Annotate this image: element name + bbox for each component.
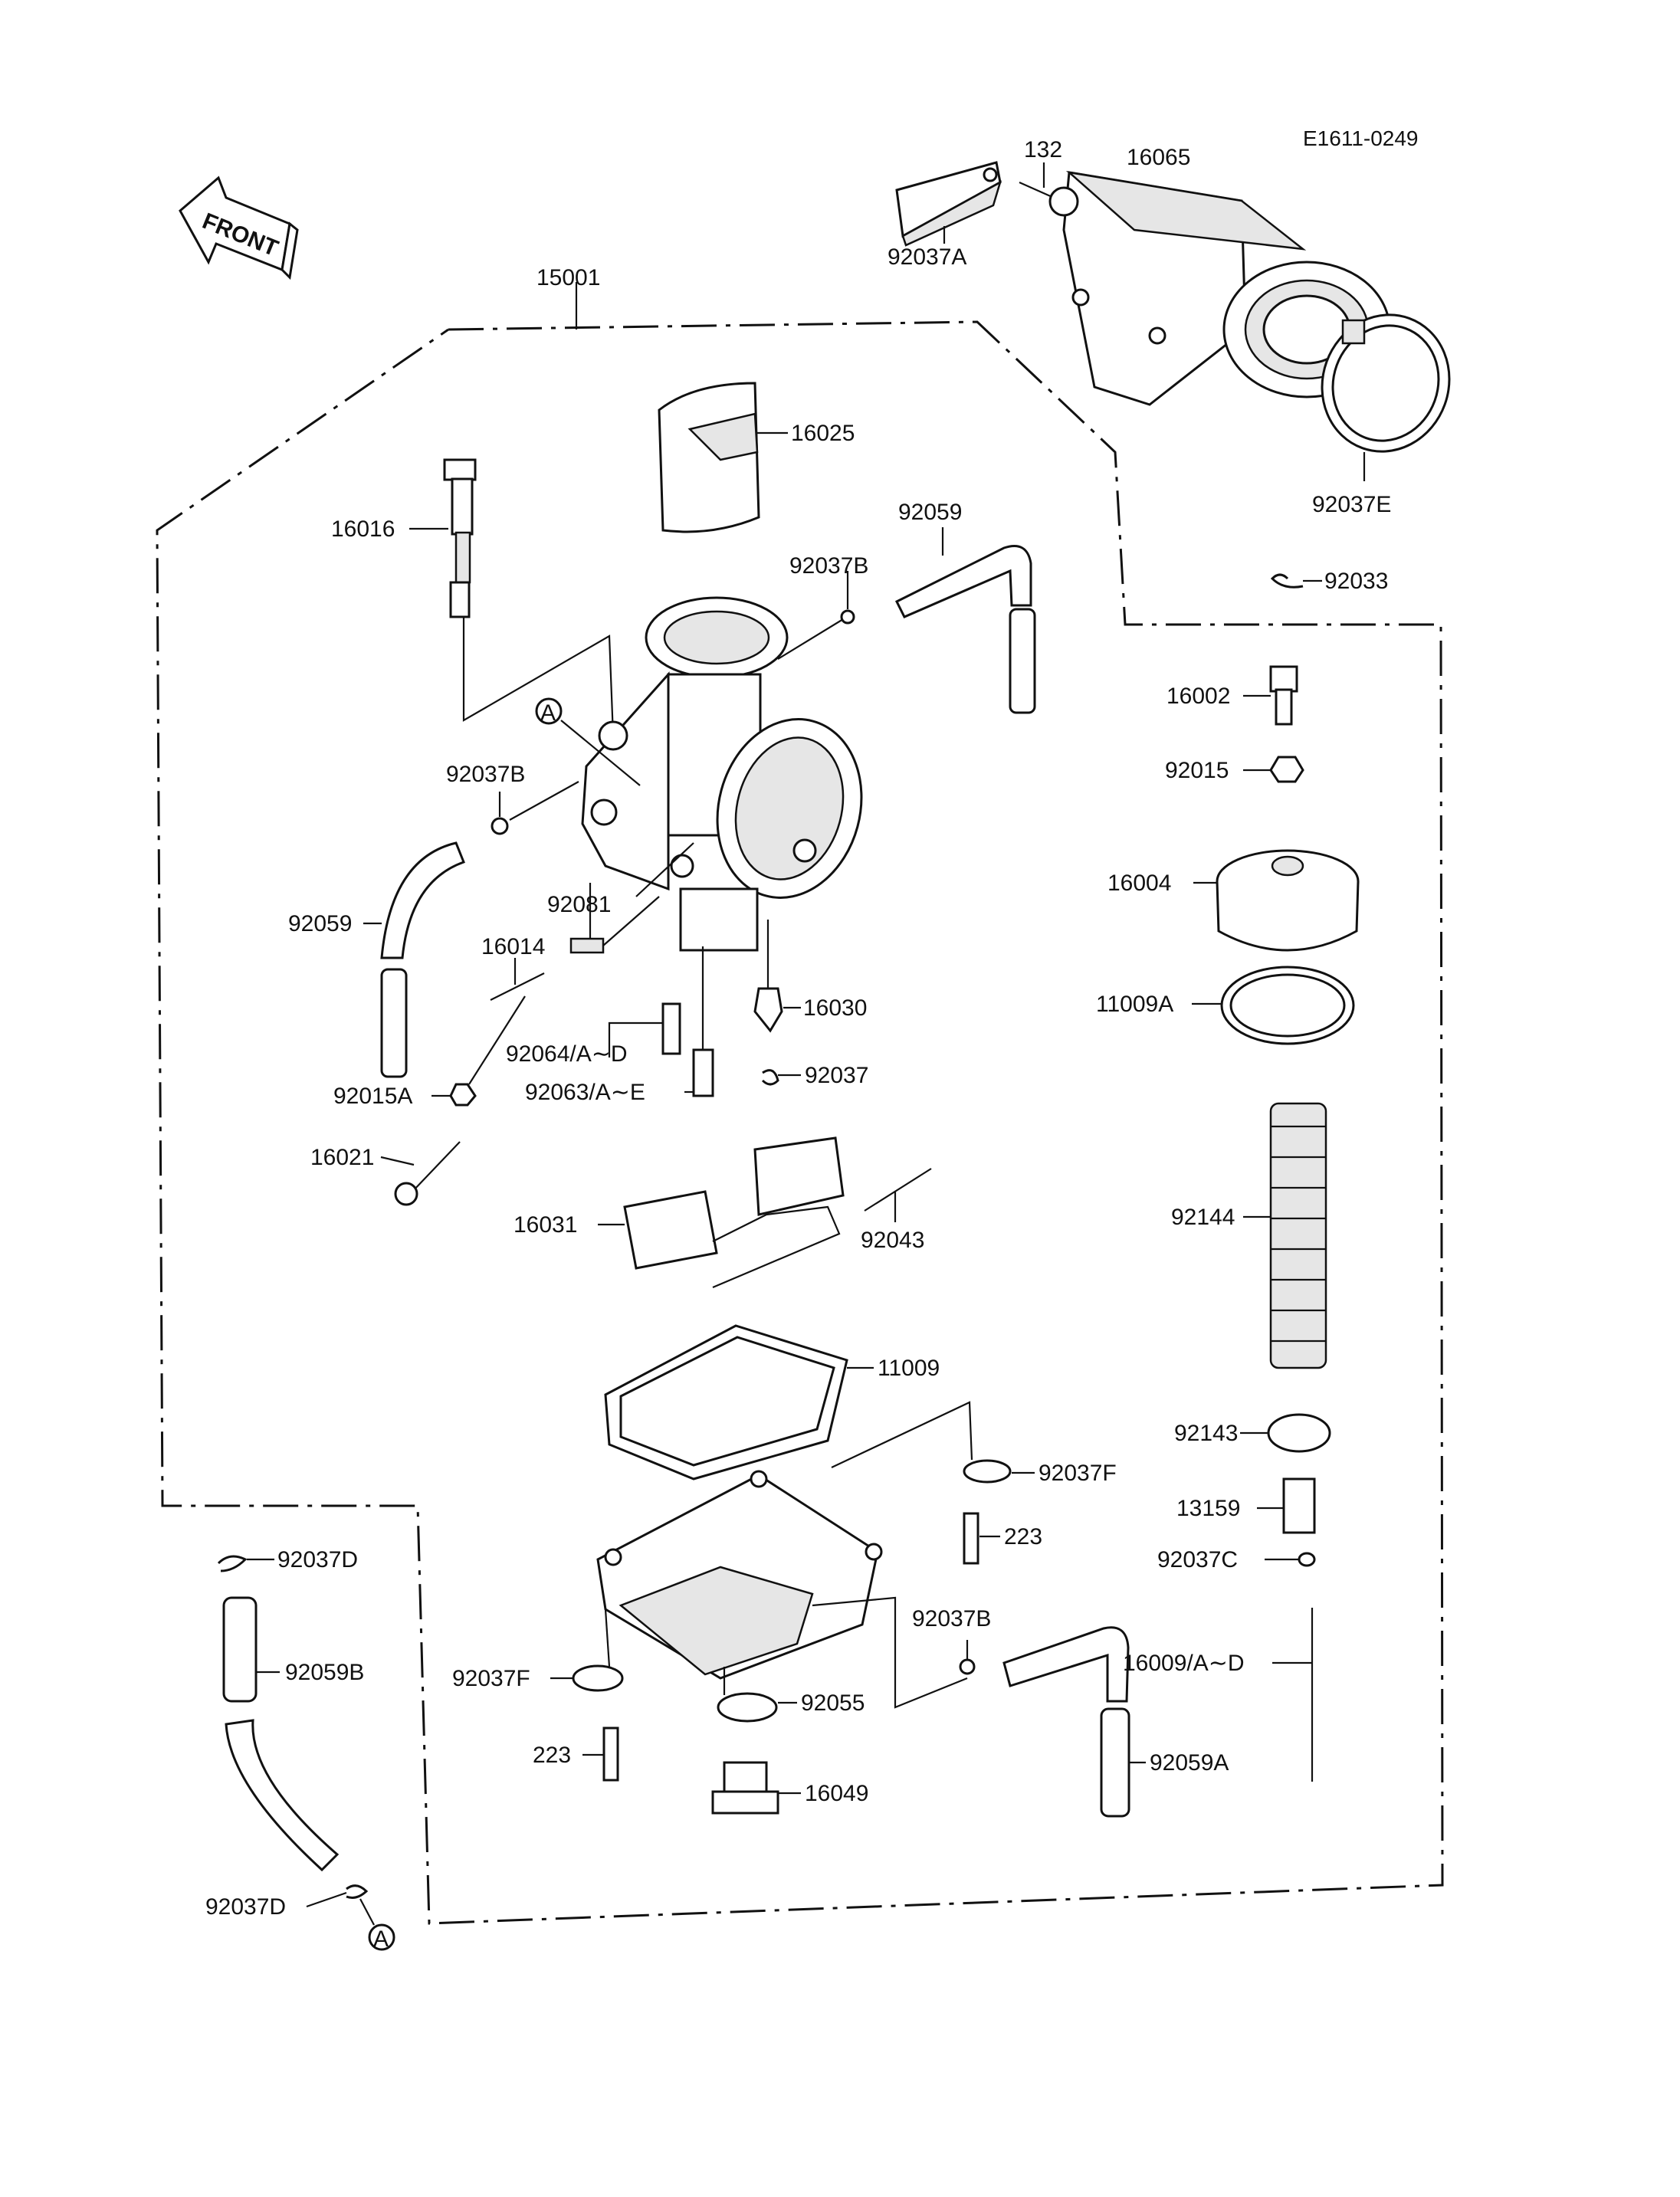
float-needle-valve — [753, 987, 783, 1033]
bolt-132 — [1019, 181, 1079, 217]
callout-16065: 16065 — [1127, 145, 1190, 170]
callout-92063: 92063/A∼E — [525, 1080, 645, 1105]
callout-16049: 16049 — [805, 1781, 868, 1806]
float-bowl — [596, 1470, 883, 1680]
callout-92015: 92015 — [1165, 758, 1229, 783]
callout-92144: 92144 — [1171, 1205, 1235, 1230]
spring-92081 — [569, 937, 605, 954]
callout-92064: 92064/A∼D — [506, 1041, 628, 1067]
vent-hose-bottom — [225, 1719, 340, 1872]
hose-92059-left — [380, 841, 465, 1078]
jet-92063 — [692, 1048, 714, 1097]
callout-92037B-left: 92037B — [446, 762, 525, 787]
screw-16021 — [394, 1141, 461, 1206]
clip-92037F-left — [572, 1664, 624, 1692]
nut-92015 — [1269, 756, 1304, 783]
float-pin-92043 — [864, 1168, 932, 1212]
circlip-92033 — [1270, 573, 1304, 589]
gasket-92055 — [717, 1692, 778, 1723]
reference-mark-a-top-label: A — [540, 700, 556, 726]
main-jet-92064 — [661, 1002, 681, 1055]
callout-92037: 92037 — [805, 1063, 868, 1088]
screw-223-left — [602, 1726, 619, 1782]
callout-92059-top: 92059 — [898, 500, 962, 525]
throttle-valve — [658, 382, 760, 533]
front-arrow-icon: FRONT — [179, 175, 299, 280]
callout-132: 132 — [1024, 137, 1062, 162]
callout-16021: 16021 — [310, 1145, 374, 1170]
callout-13159: 13159 — [1176, 1496, 1240, 1521]
reference-mark-a-bottom-label: A — [373, 1926, 389, 1952]
clip-92037F-right — [963, 1459, 1012, 1484]
callout-92081: 92081 — [547, 892, 611, 917]
reference-mark-a-top — [535, 697, 563, 725]
callout-92059B: 92059B — [285, 1660, 364, 1685]
callout-92037A: 92037A — [888, 244, 966, 270]
plug-16002 — [1269, 665, 1298, 726]
float-16031 — [623, 1136, 845, 1289]
needle-jet-13159 — [1282, 1477, 1316, 1534]
callout-11009: 11009 — [878, 1356, 940, 1381]
clip-92037B-bottom — [959, 1658, 976, 1675]
cap-92143 — [1267, 1413, 1331, 1453]
callout-11009A: 11009A — [1096, 992, 1173, 1017]
throttle-spring — [1269, 1102, 1327, 1369]
callout-92055: 92055 — [801, 1690, 865, 1716]
fuel-hose-top — [894, 545, 1036, 714]
callout-92037D-bottom: 92037D — [205, 1894, 286, 1920]
clip-92037A — [895, 161, 1002, 247]
reference-mark-a-bottom — [368, 1923, 395, 1951]
callout-16014: 16014 — [481, 934, 545, 959]
drain-plug-16049 — [711, 1761, 779, 1815]
callout-16004: 16004 — [1107, 871, 1171, 896]
callout-16025: 16025 — [791, 421, 855, 446]
callout-223-right: 223 — [1004, 1524, 1042, 1549]
callout-92037B-top: 92037B — [789, 553, 868, 579]
callout-labels: 15001 132 16065 92037A 16025 92037E 1601… — [205, 137, 1391, 1920]
callout-15001: 15001 — [536, 265, 600, 290]
clip-92037B-left — [491, 817, 509, 835]
callout-92037F-left: 92037F — [452, 1666, 530, 1691]
clip-92037D-top — [217, 1555, 248, 1572]
callout-16016: 16016 — [331, 516, 395, 542]
callout-92059-left: 92059 — [288, 911, 352, 936]
callout-92037B-bottom: 92037B — [912, 1606, 991, 1631]
callout-223-left: 223 — [533, 1743, 571, 1768]
nut-92015A — [449, 1083, 477, 1107]
callout-92037F-right: 92037F — [1039, 1461, 1117, 1486]
callout-92037C: 92037C — [1157, 1547, 1238, 1572]
clip-92037D-bottom — [346, 1884, 369, 1899]
callout-16030: 16030 — [803, 995, 867, 1021]
clip-92037C — [1298, 1552, 1316, 1567]
assembly-outline — [156, 320, 1444, 1925]
callout-92015A: 92015A — [333, 1084, 412, 1109]
diagram-code: E1611-0249 — [1303, 126, 1419, 150]
callout-92033: 92033 — [1324, 569, 1388, 594]
pilot-screw-16014 — [490, 972, 545, 1001]
hose-92059B — [222, 1596, 258, 1703]
callout-92059A: 92059A — [1150, 1750, 1229, 1776]
hose-92059A — [1002, 1626, 1130, 1818]
callout-16002: 16002 — [1166, 684, 1230, 709]
callout-92043: 92043 — [861, 1228, 924, 1253]
callout-92143: 92143 — [1174, 1421, 1238, 1446]
carburetor-body — [581, 596, 863, 952]
callout-92037D-top: 92037D — [277, 1547, 358, 1572]
callout-16031: 16031 — [514, 1212, 577, 1238]
callout-16009: 16009/A∼D — [1123, 1651, 1245, 1676]
hose-clamp-92037E — [1321, 313, 1451, 453]
clip-92037B-top — [840, 609, 855, 625]
clip-92037 — [761, 1069, 779, 1086]
callout-92037E: 92037E — [1312, 492, 1391, 517]
idle-adjust-screw — [443, 458, 477, 618]
screw-223-right — [963, 1512, 979, 1565]
carburetor-top-cap — [1216, 849, 1360, 952]
